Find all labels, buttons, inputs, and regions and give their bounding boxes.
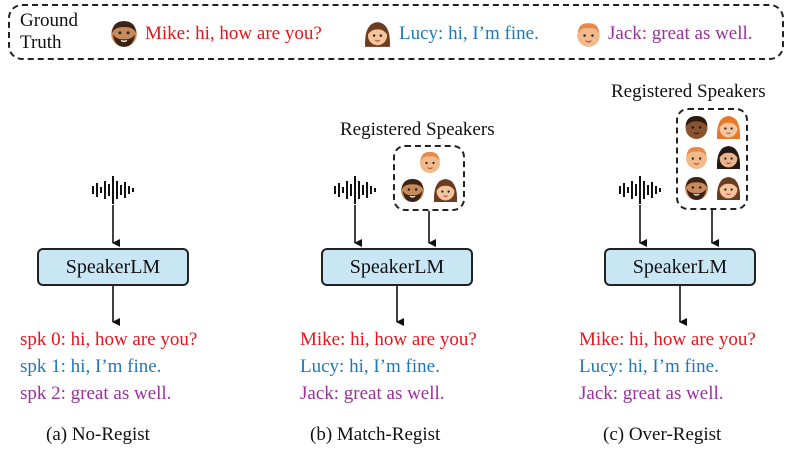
woman-face-icon [716,176,741,201]
dark-man-face-icon [684,115,709,140]
registered-speakers-box-c [676,108,748,210]
ground-truth-label: Ground Truth [20,10,78,54]
speakerlm-box-b: SpeakerLM [321,248,473,286]
waveform-icon [619,175,661,205]
man-beard-face-icon [400,178,425,203]
caption-b: (b) Match-Regist [310,424,441,445]
waveform-icon [92,175,134,205]
registered-speakers-title-b: Registered Speakers [340,119,495,140]
speakerlm-box-a: SpeakerLM [37,248,189,286]
output-a-line3: spk 2: great as well. [20,383,172,404]
ground-truth-label-line1: Ground [20,10,79,31]
output-c-line3: Jack: great as well. [579,383,724,404]
ground-truth-lucy: Lucy: hi, I’m fine. [399,23,539,44]
woman-face-icon [433,178,458,203]
speakerlm-box-c: SpeakerLM [604,248,756,286]
output-c-line1: Mike: hi, how are you? [579,329,756,350]
orange-hair-woman-face-icon [716,115,741,140]
dark-hair-woman-face-icon [716,145,741,170]
registered-speakers-box-b [393,145,465,211]
output-b-line1: Mike: hi, how are you? [300,329,477,350]
ground-truth-label-line2: Truth [20,32,62,53]
boy-face-icon [419,151,441,174]
output-b-line2: Lucy: hi, I’m fine. [300,356,440,377]
registered-speakers-title-c: Registered Speakers [611,81,766,102]
caption-a: (a) No-Regist [46,424,150,445]
output-a-line2: spk 1: hi, I’m fine. [20,356,162,377]
waveform-icon [334,175,376,205]
man-beard-face-icon [684,176,709,201]
ground-truth-jack: Jack: great as well. [608,23,753,44]
output-c-line2: Lucy: hi, I’m fine. [579,356,719,377]
ground-truth-box [8,4,784,60]
output-b-line3: Jack: great as well. [300,383,445,404]
ground-truth-mike: Mike: hi, how are you? [145,23,322,44]
boy-face-icon [685,146,708,170]
output-a-line1: spk 0: hi, how are you? [20,329,198,350]
caption-c: (c) Over-Regist [603,424,722,445]
